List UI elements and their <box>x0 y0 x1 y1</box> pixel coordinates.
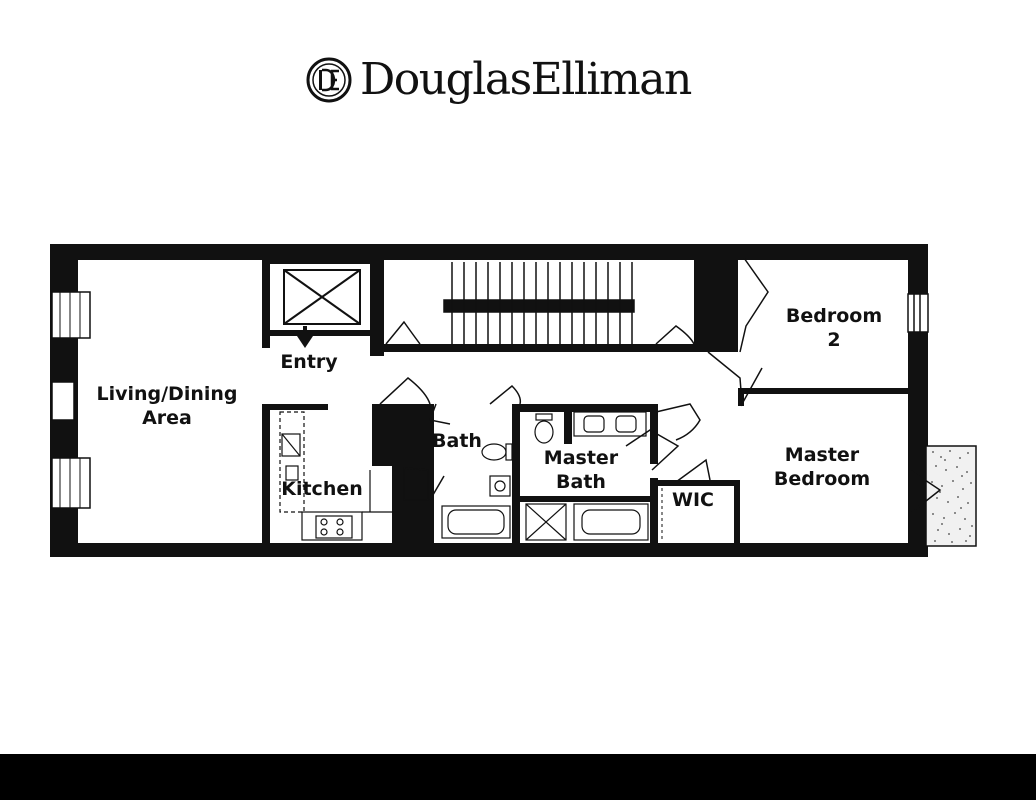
bath-fixtures <box>441 443 513 539</box>
stairs <box>443 262 635 344</box>
entry-arrow-icon <box>297 326 313 348</box>
master-bath-fixtures <box>525 411 649 541</box>
closet-lines <box>661 262 725 540</box>
kitchen-fixtures <box>279 411 394 541</box>
balcony <box>925 445 977 547</box>
elevator <box>283 269 361 325</box>
left-windows <box>51 291 91 509</box>
room-label-master-bedroom: Master Bedroom <box>773 444 871 490</box>
brand-logo: DouglasElliman <box>306 52 692 108</box>
room-label-kitchen: Kitchen <box>281 478 363 500</box>
room-label-living-dining: Living/Dining Area <box>96 383 238 429</box>
de-monogram-icon <box>306 57 352 103</box>
right-window <box>907 293 929 333</box>
room-label-bath: Bath <box>432 430 482 452</box>
brand-name: DouglasElliman <box>360 54 692 105</box>
room-label-wic: WIC <box>672 489 714 511</box>
door-swings <box>379 257 942 513</box>
footer-bar <box>0 754 1036 800</box>
room-label-entry: Entry <box>280 351 338 373</box>
room-label-bedroom-2: Bedroom 2 <box>785 305 883 351</box>
room-label-master-bath: Master Bath <box>543 447 619 493</box>
